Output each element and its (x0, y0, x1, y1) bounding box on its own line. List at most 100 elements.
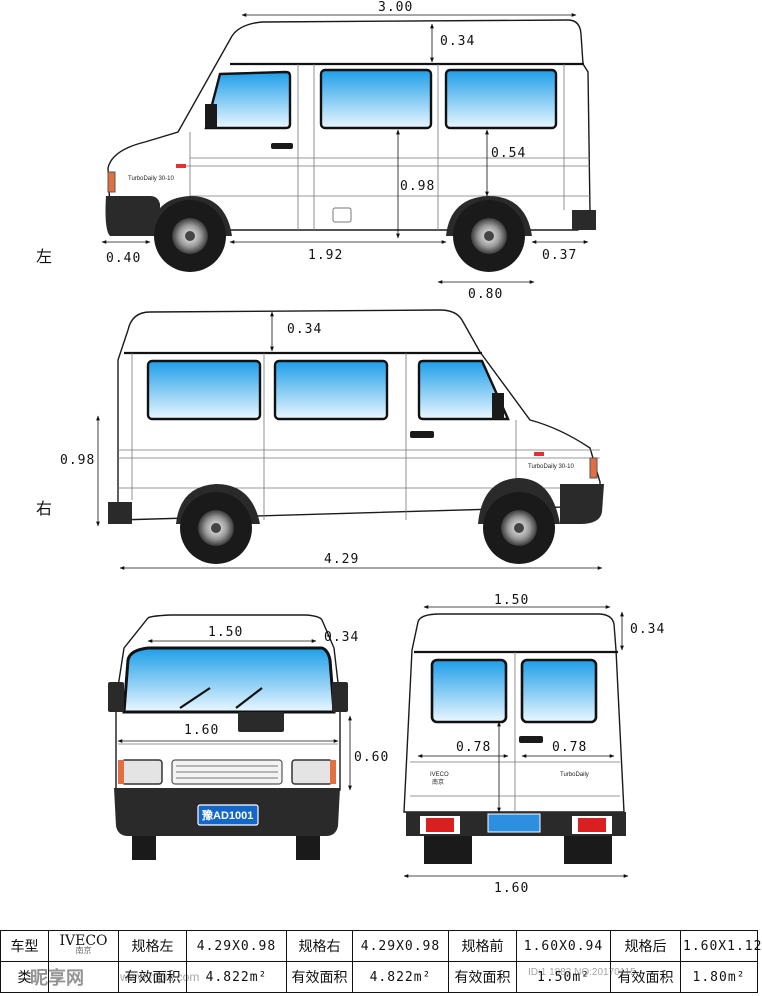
area-value: 4.822m² (352, 961, 449, 993)
rear-tire-left (424, 836, 472, 864)
right-view: TurboDaily 30-10 0.34 0.98 4.29 右 (36, 309, 604, 570)
dim-left-wheelbase-span: 1.92 (308, 248, 343, 263)
rear-window-right (520, 658, 598, 724)
left-front-bumper (105, 196, 160, 236)
right-side-label: 右 (36, 499, 52, 518)
left-badge: TurboDaily 30-10 (128, 176, 174, 182)
dim-left-body-height: 0.98 (400, 179, 435, 194)
dim-left-roof-height: 0.34 (440, 34, 475, 49)
left-indicator (176, 164, 186, 168)
right-mirror (492, 393, 504, 419)
right-door-handle (410, 431, 434, 438)
left-spec-label: 规格左 (118, 930, 187, 962)
right-rear-wheel (180, 492, 252, 564)
front-indicator-left (118, 760, 124, 784)
rear-view: IVECO 南京 TurboDaily 1.50 0.34 0.78 0.78 … (403, 593, 665, 896)
left-door-handle (271, 143, 293, 149)
left-rear-wheel (453, 200, 525, 272)
rear-spec-label: 规格后 (610, 930, 681, 962)
left-side-label: 左 (36, 247, 52, 266)
brand-name: IVECO (59, 933, 108, 949)
dim-rear-roof-height: 0.34 (630, 622, 665, 637)
dim-front-roof-width: 1.50 (208, 625, 243, 640)
right-spec-value: 4.29X0.98 (352, 930, 449, 962)
front-wiper-right (235, 687, 263, 709)
right-headlight (589, 457, 598, 479)
right-mid-window (273, 359, 389, 421)
left-front-wheel (154, 200, 226, 272)
dim-right-roof-height: 0.34 (287, 322, 322, 337)
dim-front-body-width: 1.60 (184, 723, 219, 738)
area-label: 有效面积 (286, 961, 353, 993)
dim-right-overall-length: 4.29 (324, 552, 359, 567)
front-license-plate (197, 804, 259, 826)
model-label: 车型 (0, 930, 49, 962)
rear-badge-left-cn: 南京 (432, 778, 444, 786)
front-hood-scoop (238, 712, 284, 732)
left-driver-window (204, 70, 292, 130)
rear-badge-left: IVECO (430, 772, 449, 778)
type-label: 类 (0, 961, 49, 993)
right-spec-label: 规格右 (286, 930, 353, 962)
dim-left-rear-window-height: 0.54 (491, 146, 526, 161)
dim-overall-width: 3.00 (378, 0, 413, 15)
front-view: 豫AD1001 1.50 0.34 1.60 0.60 (108, 614, 389, 860)
dim-rear-body-width: 1.60 (494, 881, 529, 896)
watermark-logo: 昵享网 (30, 968, 84, 989)
front-mirror-left (108, 682, 124, 712)
right-rear-window (146, 359, 262, 421)
area-value: 4.822m² (186, 961, 287, 993)
left-fuel-cap (332, 207, 352, 223)
watermark-id: ID:1 1883 NO:20170115 (528, 967, 636, 978)
left-mid-window (319, 68, 433, 130)
dim-left-rear-wheel-span: 0.80 (468, 287, 503, 302)
left-headlight (107, 171, 116, 193)
watermark-url: www.nipic.com (120, 970, 200, 984)
front-headlight-left (121, 759, 163, 785)
front-tire-left (132, 836, 156, 860)
rear-lamp-right-red (578, 818, 606, 832)
left-mirror (205, 104, 217, 128)
right-rear-bumper (108, 502, 132, 524)
area-value: 1.80m² (680, 961, 758, 993)
area-label: 有效面积 (118, 961, 187, 993)
rear-license-plate (487, 813, 541, 833)
front-mirror-right (332, 682, 348, 712)
rear-badge-right: TurboDaily (560, 772, 589, 778)
rear-tire-right (564, 836, 612, 864)
front-wiper-left (179, 687, 211, 709)
table-row: 类 有效面积 4.822m² 有效面积 4.822m² 有效面积 1.50m² … (0, 961, 758, 993)
rear-window-left (430, 658, 508, 724)
dim-front-roof-height: 0.34 (324, 630, 359, 645)
dim-right-body-height: 0.98 (60, 453, 95, 468)
dim-front-side-height: 0.60 (354, 750, 389, 765)
left-spec-value: 4.29X0.98 (186, 930, 287, 962)
left-rear-window (444, 68, 558, 130)
front-headlight-right (291, 759, 333, 785)
rear-spec-value: 1.60X1.12 (680, 930, 761, 962)
right-indicator (534, 452, 544, 456)
front-plate-text: 豫AD1001 (202, 808, 253, 822)
front-spec-value: 1.60X0.94 (516, 930, 611, 962)
brand-logo: IVECO 南京 (48, 930, 119, 962)
rear-door-handle (519, 736, 543, 743)
right-driver-window (417, 359, 510, 421)
front-indicator-right (330, 760, 336, 784)
front-windshield (122, 646, 336, 714)
area-label: 有效面积 (448, 961, 517, 993)
front-spec-label: 规格前 (448, 930, 517, 962)
left-rear-bumper (572, 210, 596, 230)
right-front-bumper (560, 484, 604, 524)
area-value: 1.50m² (516, 961, 611, 993)
spec-table: 车型 IVECO 南京 规格左 4.29X0.98 规格右 4.29X0.98 … (0, 930, 761, 993)
table-row: 车型 IVECO 南京 规格左 4.29X0.98 规格右 4.29X0.98 … (0, 930, 761, 962)
dim-rear-left-door-width: 0.78 (456, 740, 491, 755)
dim-left-rear-overhang: 0.37 (542, 248, 577, 263)
right-badge: TurboDaily 30-10 (528, 464, 574, 470)
dim-rear-roof-width: 1.50 (494, 593, 529, 608)
right-front-wheel (483, 492, 555, 564)
dim-rear-right-door-width: 0.78 (552, 740, 587, 755)
left-view: TurboDaily 30-10 3.00 0.34 0.54 0.98 0.4… (36, 0, 596, 302)
brand-name-cn: 南京 (75, 946, 92, 955)
